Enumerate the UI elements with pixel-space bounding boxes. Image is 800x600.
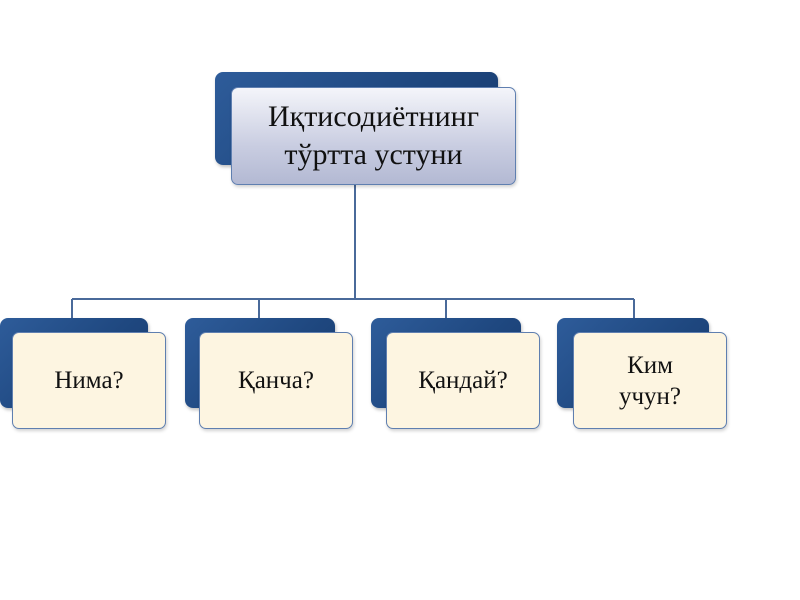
root-node-label: Иқтисодиётнинг тўртта устуни — [267, 100, 480, 171]
child-node-1-label: Нима? — [54, 367, 124, 394]
child-node-3-box: Қандай? — [386, 332, 540, 429]
child-node-4-label: Ким учун? — [618, 351, 682, 410]
child-node-4-box: Ким учун? — [573, 332, 727, 429]
child-node-2-box: Қанча? — [199, 332, 353, 429]
child-node-3-label: Қандай? — [418, 367, 508, 394]
root-node-box: Иқтисодиётнинг тўртта устуни — [231, 87, 516, 185]
child-node-1-box: Нима? — [12, 332, 166, 429]
child-node-2-label: Қанча? — [238, 367, 314, 394]
